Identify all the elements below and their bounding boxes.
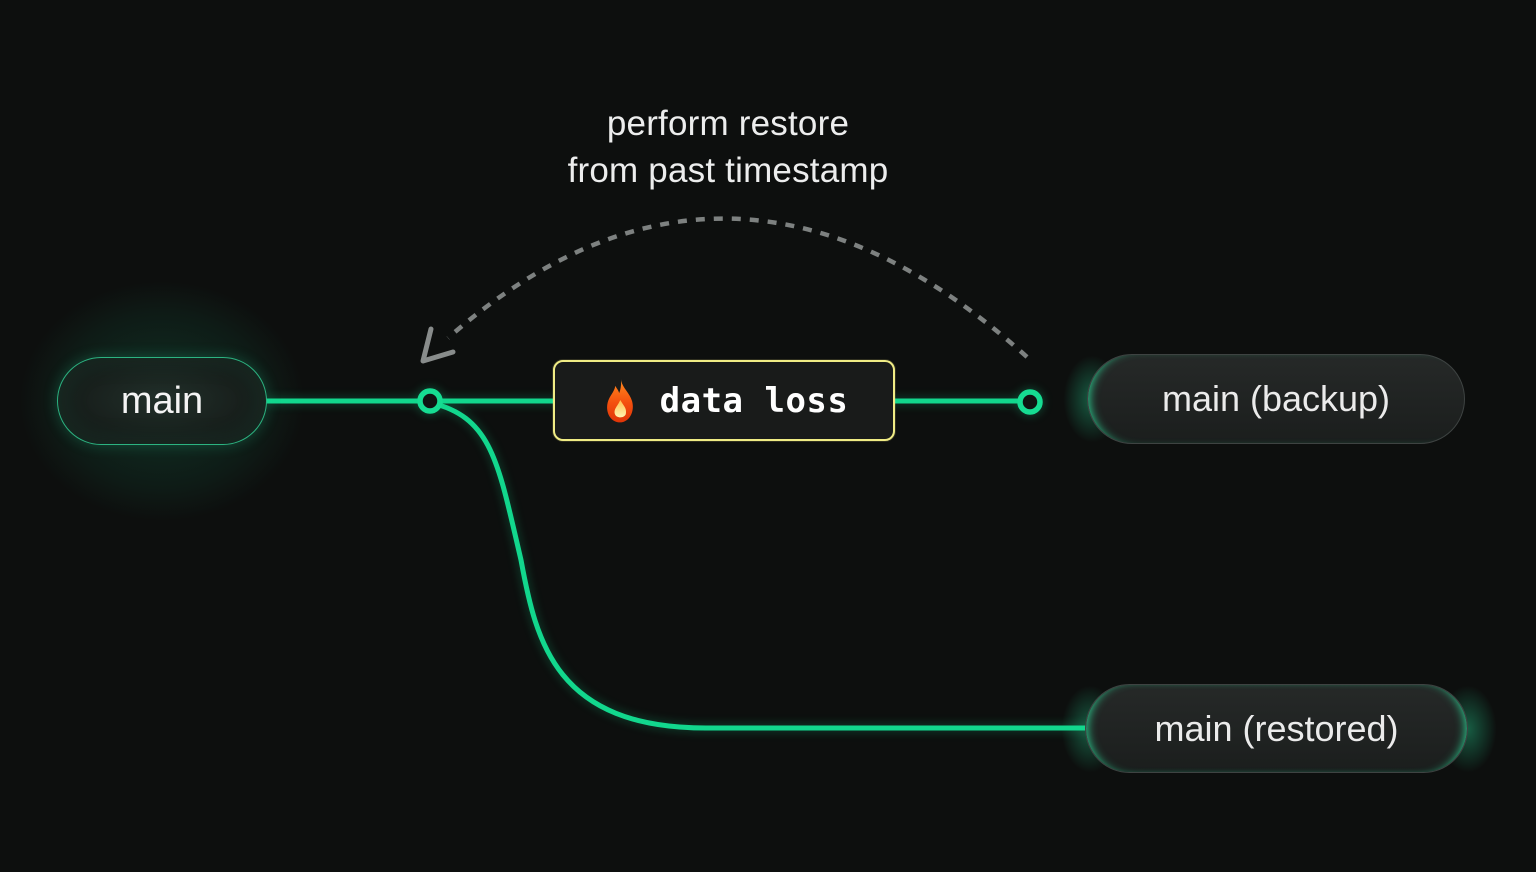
branch-point-commit-icon [417,388,443,414]
branch-node-restored-label: main (restored) [1154,707,1399,749]
annotation-line-2: from past timestamp [567,151,889,190]
branch-node-main: main [57,357,267,445]
fire-icon [606,378,633,422]
data-loss-label: data loss [659,380,849,421]
branch-node-main-label: main [120,379,204,422]
branch-node-backup-label: main (backup) [1161,378,1391,419]
branch-wires [265,388,1088,731]
restored-branch-line [431,400,1088,731]
annotation-text: perform restore from past timestamp [468,100,988,194]
data-loss-event-box: data loss [553,360,895,441]
annotation-line-1: perform restore [606,104,850,143]
restore-arrowhead-icon [420,326,456,364]
restore-arc [420,216,1029,364]
branch-node-backup: main (backup) [1087,354,1465,444]
branch-node-restored: main (restored) [1085,684,1468,773]
restore-arc-path [446,216,1029,359]
backup-commit-icon [1017,389,1043,415]
